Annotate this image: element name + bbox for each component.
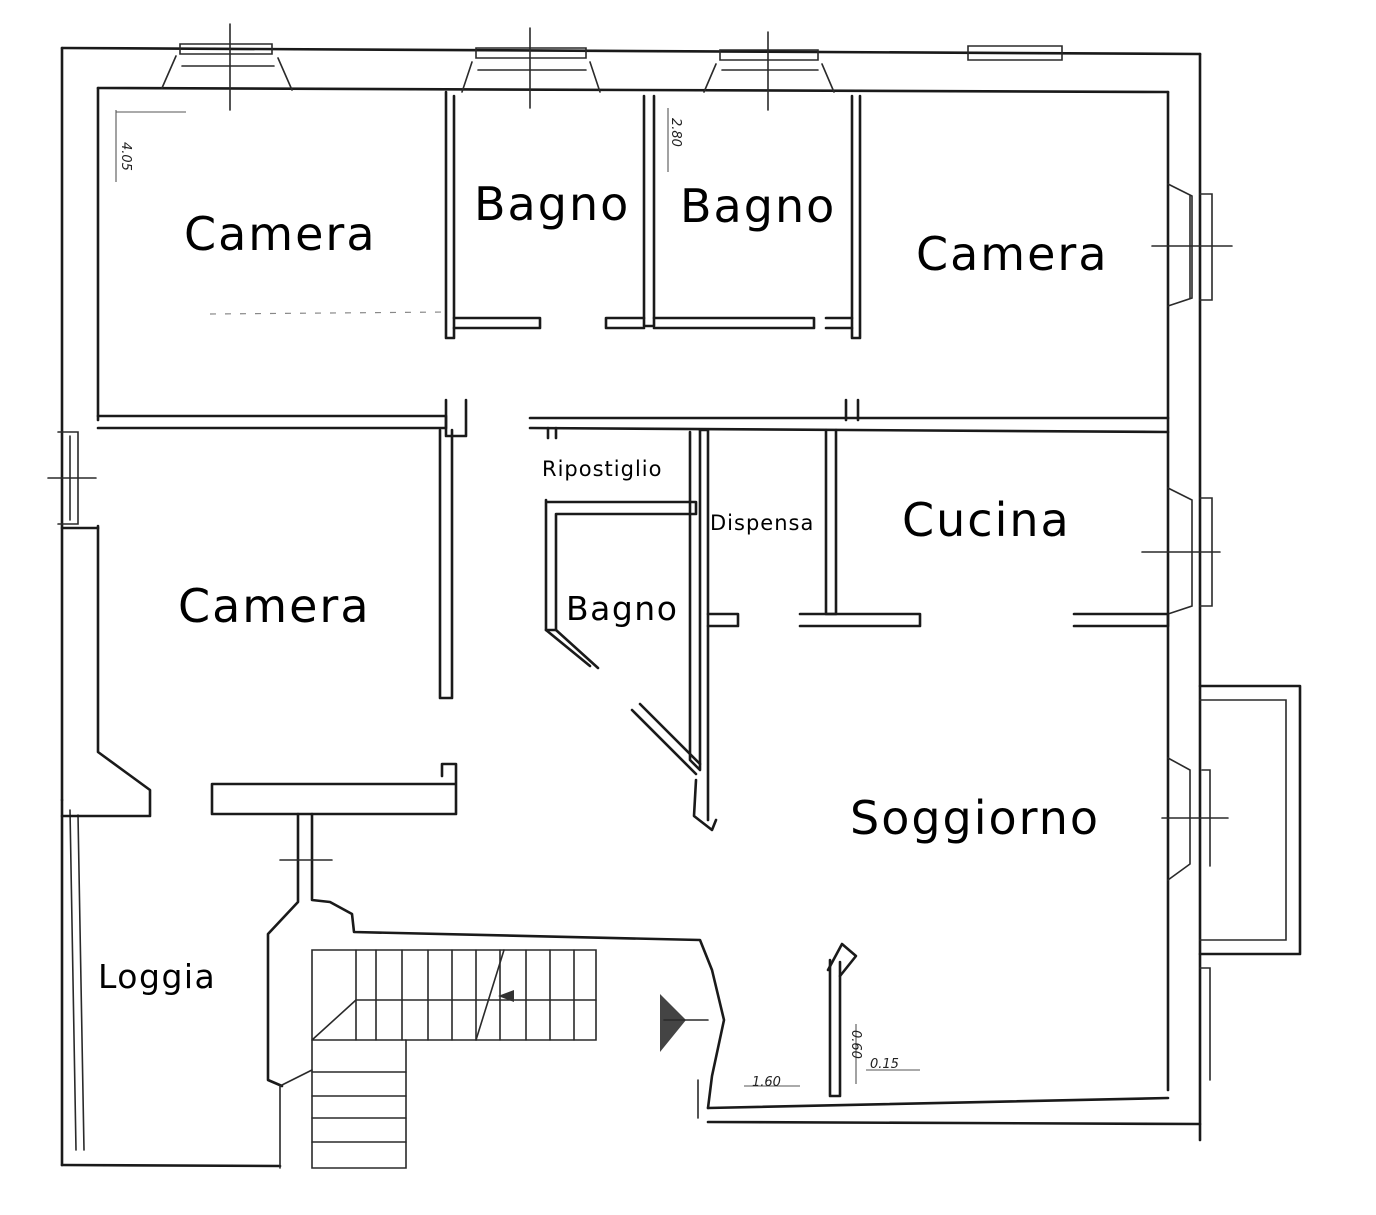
room-label-ripostiglio: Ripostiglio	[542, 457, 662, 481]
dimension-soggiorno-height: 0.60	[848, 1030, 863, 1059]
room-label-dispensa: Dispensa	[710, 511, 814, 535]
room-label-bagno-3: Bagno	[566, 589, 678, 628]
room-label-camera-top-left: Camera	[184, 207, 377, 261]
details	[115, 108, 920, 1087]
left-window	[47, 431, 97, 525]
top-windows	[161, 23, 1063, 111]
balcony	[1198, 684, 1302, 956]
interior-walls	[60, 90, 1170, 1119]
dimension-soggiorno-depth: 0.15	[870, 1057, 899, 1072]
room-label-bagno-1: Bagno	[474, 177, 630, 231]
room-label-cucina: Cucina	[902, 493, 1071, 547]
room-label-camera-mid-left: Camera	[178, 579, 371, 633]
dimension-soggiorno-width: 1.60	[752, 1075, 781, 1090]
dimension-camera: 4.05	[118, 142, 133, 171]
staircase	[279, 949, 597, 1169]
room-label-soggiorno: Soggiorno	[850, 791, 1100, 845]
room-label-loggia: Loggia	[98, 957, 216, 996]
outer-walls	[60, 46, 1202, 1168]
entry-arrow-icon	[660, 994, 686, 1052]
room-label-camera-top-right: Camera	[916, 227, 1109, 281]
right-windows	[1141, 183, 1233, 1081]
dimension-bagno: 2.80	[668, 118, 683, 147]
room-label-bagno-2: Bagno	[680, 179, 836, 233]
